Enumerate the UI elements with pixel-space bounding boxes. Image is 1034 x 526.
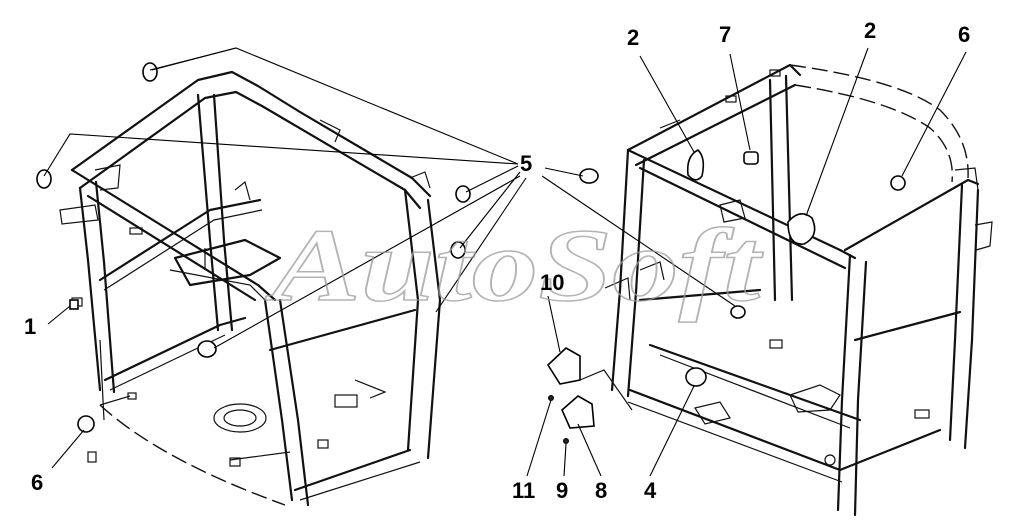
left-cab-frame bbox=[59, 70, 442, 507]
callout-5: 5 bbox=[520, 151, 532, 176]
grommet-4 bbox=[685, 367, 707, 387]
right-cab-frame bbox=[604, 63, 993, 517]
right-frame-parts bbox=[546, 149, 906, 444]
grommet-5-right-front bbox=[579, 168, 599, 184]
callout-4: 4 bbox=[644, 478, 657, 503]
callout-8: 8 bbox=[595, 478, 607, 503]
screw-9 bbox=[563, 438, 569, 444]
grommet-5-roof-front bbox=[36, 169, 52, 189]
callout-10: 10 bbox=[540, 270, 564, 295]
callout-1: 1 bbox=[24, 314, 36, 339]
handle-2-left bbox=[686, 149, 705, 181]
callout-6-left: 6 bbox=[31, 470, 43, 495]
leader-lines bbox=[43, 47, 967, 477]
bracket-10 bbox=[546, 347, 581, 385]
callout-2-left: 2 bbox=[627, 25, 639, 50]
plug-6-right bbox=[890, 175, 906, 191]
bracket-8 bbox=[561, 395, 595, 429]
callout-numbers: 1 6 5 2 7 2 6 10 11 9 8 4 bbox=[24, 18, 970, 503]
grommet-5-floor bbox=[197, 340, 217, 358]
handle-2-right bbox=[787, 213, 816, 245]
grommet-7 bbox=[743, 151, 759, 165]
screw-11 bbox=[548, 395, 554, 401]
grommet-5-roof-rear bbox=[142, 62, 158, 82]
grommet-5-right-mid bbox=[730, 305, 746, 319]
watermark: AutoSoft bbox=[264, 208, 764, 323]
callout-9: 9 bbox=[556, 478, 568, 503]
callout-11: 11 bbox=[512, 478, 535, 503]
callout-7: 7 bbox=[719, 22, 731, 47]
callout-6-right: 6 bbox=[958, 22, 970, 47]
left-frame-grommets bbox=[36, 62, 471, 433]
plug-6-left bbox=[77, 415, 95, 433]
grommet-5-right-post bbox=[455, 185, 471, 203]
bolt-1 bbox=[69, 299, 79, 310]
callout-2-right: 2 bbox=[864, 18, 876, 43]
